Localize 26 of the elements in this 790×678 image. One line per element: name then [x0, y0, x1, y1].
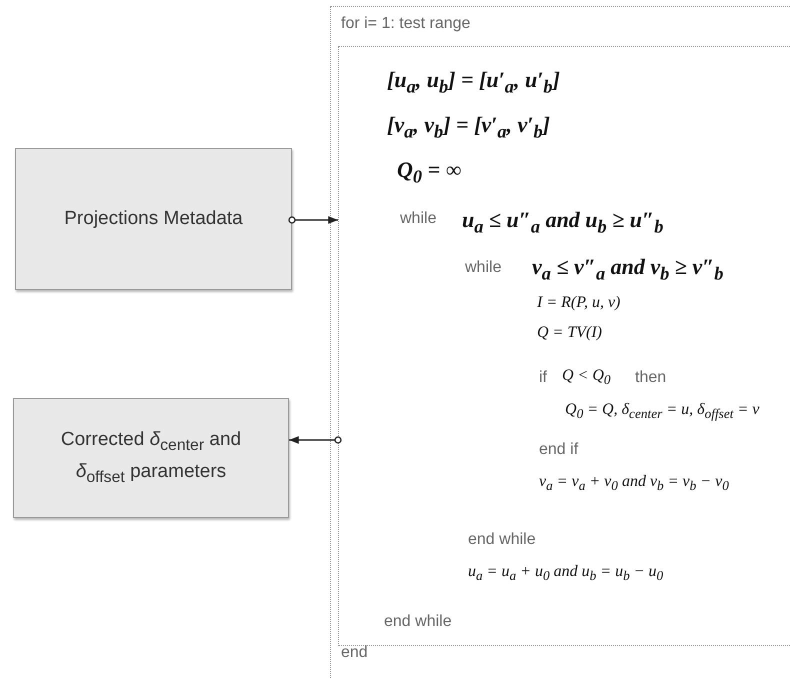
formula: [u$_{a}$, u$_{b}$] = [u′$_{a}$, u′$_{b}$]	[387, 67, 560, 98]
keyword: then	[635, 369, 666, 387]
arrow	[288, 216, 338, 224]
process-box	[13, 398, 289, 518]
keyword: if	[539, 369, 547, 387]
formula: Q$_{0}$ = ∞	[397, 157, 462, 188]
formula: Q = TV(I)	[537, 324, 602, 342]
box-label: Corrected δ$_{center}$ and δ$_{offset}$ parameters	[60, 428, 242, 488]
loop-header: for i= 1: test range	[341, 15, 470, 33]
keyword: end while	[468, 531, 536, 549]
keyword: while	[400, 210, 436, 228]
keyword: end while	[384, 613, 452, 631]
formula: Q$_{0}$ = Q, δ$_{center}$ = u, δ$_{offset}$ = v	[565, 401, 760, 422]
formula: Q < Q$_{0}$	[562, 367, 611, 388]
formula: [v$_{a}$, v$_{b}$] = [v′$_{a}$, v′$_{b}$]	[387, 112, 550, 142]
keyword: while	[465, 259, 502, 277]
formula: v$_{a}$ ≤ v″$_{a}$ and v$_{b}$ ≥ v″$_{b}$	[532, 254, 724, 284]
formula: u$_{a}$ = u$_{a}$ + u$_{0}$ and u$_{b}$ = u$_{b}$ − u$_{0}$	[468, 563, 664, 584]
arrow	[289, 436, 342, 444]
formula: I = R(P, u, v)	[537, 294, 620, 312]
box-label: Projections Metadata	[63, 206, 244, 231]
formula: v$_{a}$ = v$_{a}$ + v$_{0}$ and v$_{b}$ = v$_{b}$ − v$_{0}$	[539, 473, 729, 494]
loop-end: end	[341, 644, 368, 662]
process-box	[15, 148, 292, 290]
formula: u$_{a}$ ≤ u″$_{a}$ and u$_{b}$ ≥ u″$_{b}$	[462, 207, 664, 238]
keyword: end if	[539, 441, 578, 459]
